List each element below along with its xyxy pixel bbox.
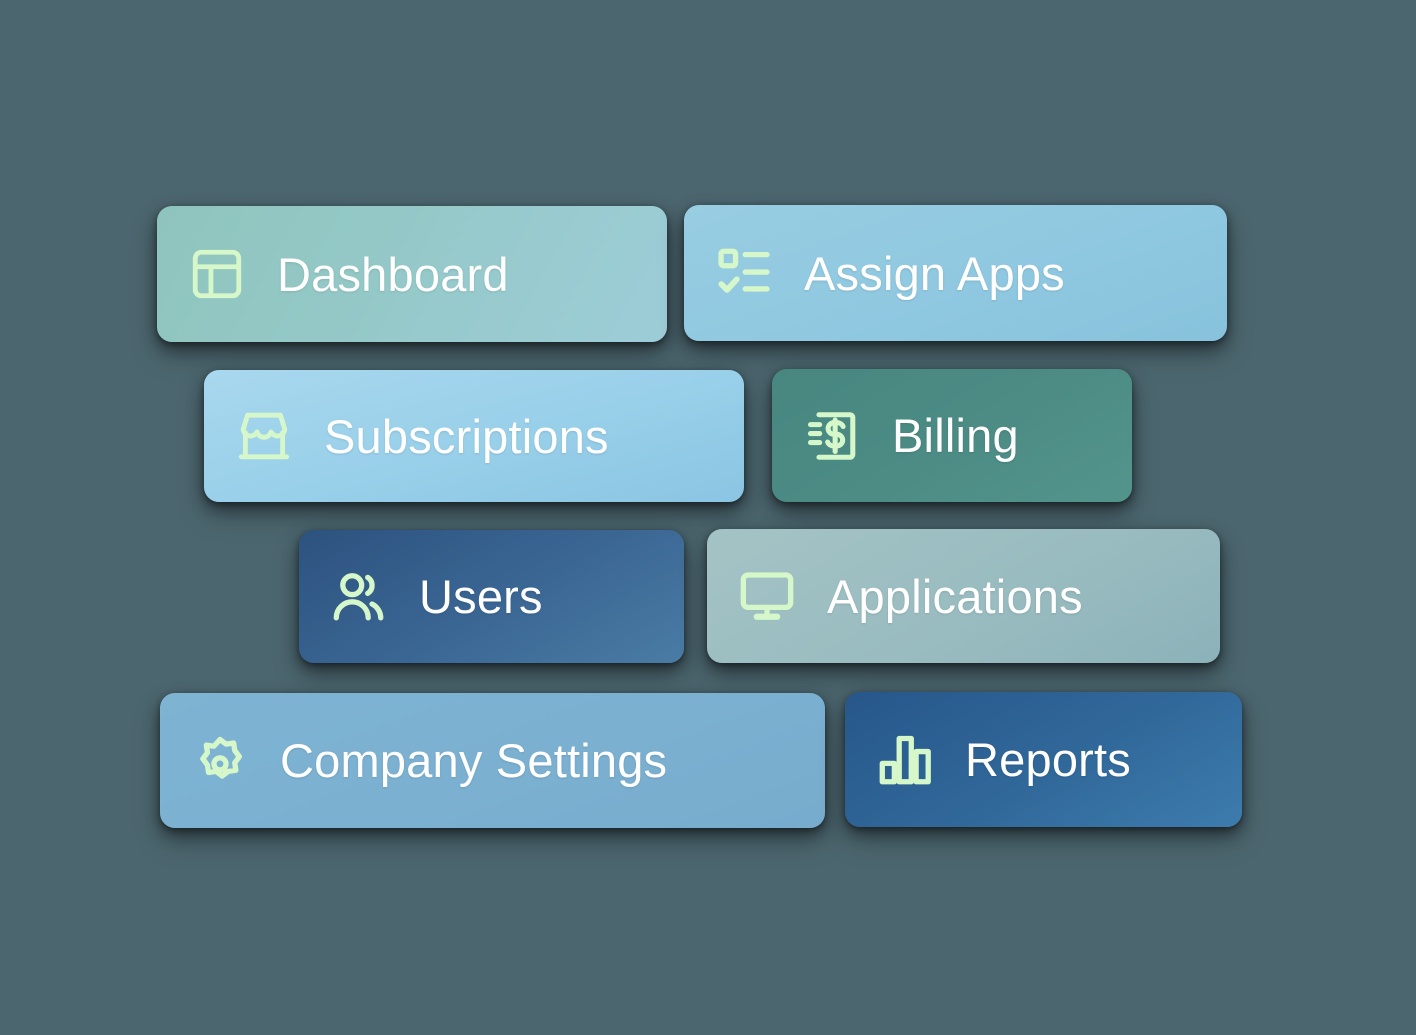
store-icon — [234, 406, 294, 466]
nav-button-label: Assign Apps — [804, 246, 1065, 300]
receipt-dollar-icon — [802, 406, 862, 466]
nav-button-applications[interactable]: Applications — [707, 529, 1220, 663]
nav-button-label: Company Settings — [280, 734, 668, 787]
nav-button-label: Billing — [892, 409, 1019, 462]
nav-button-subscriptions[interactable]: Subscriptions — [204, 370, 744, 502]
users-icon — [329, 567, 389, 627]
nav-button-label: Users — [419, 570, 543, 623]
nav-button-label: Subscriptions — [324, 409, 609, 463]
gear-icon — [190, 731, 250, 791]
nav-button-assign-apps[interactable]: Assign Apps — [684, 205, 1227, 341]
nav-button-label: Dashboard — [277, 247, 509, 301]
list-checks-icon — [714, 243, 774, 303]
nav-button-users[interactable]: Users — [299, 530, 684, 663]
nav-button-dashboard[interactable]: Dashboard — [157, 206, 667, 342]
monitor-icon — [737, 566, 797, 626]
nav-button-label: Applications — [827, 569, 1083, 623]
layout-dashboard-icon — [187, 244, 247, 304]
bar-chart-icon — [875, 730, 935, 790]
nav-button-reports[interactable]: Reports — [845, 692, 1242, 827]
nav-button-label: Reports — [965, 733, 1131, 786]
nav-button-billing[interactable]: Billing — [772, 369, 1132, 502]
nav-button-company-settings[interactable]: Company Settings — [160, 693, 825, 828]
